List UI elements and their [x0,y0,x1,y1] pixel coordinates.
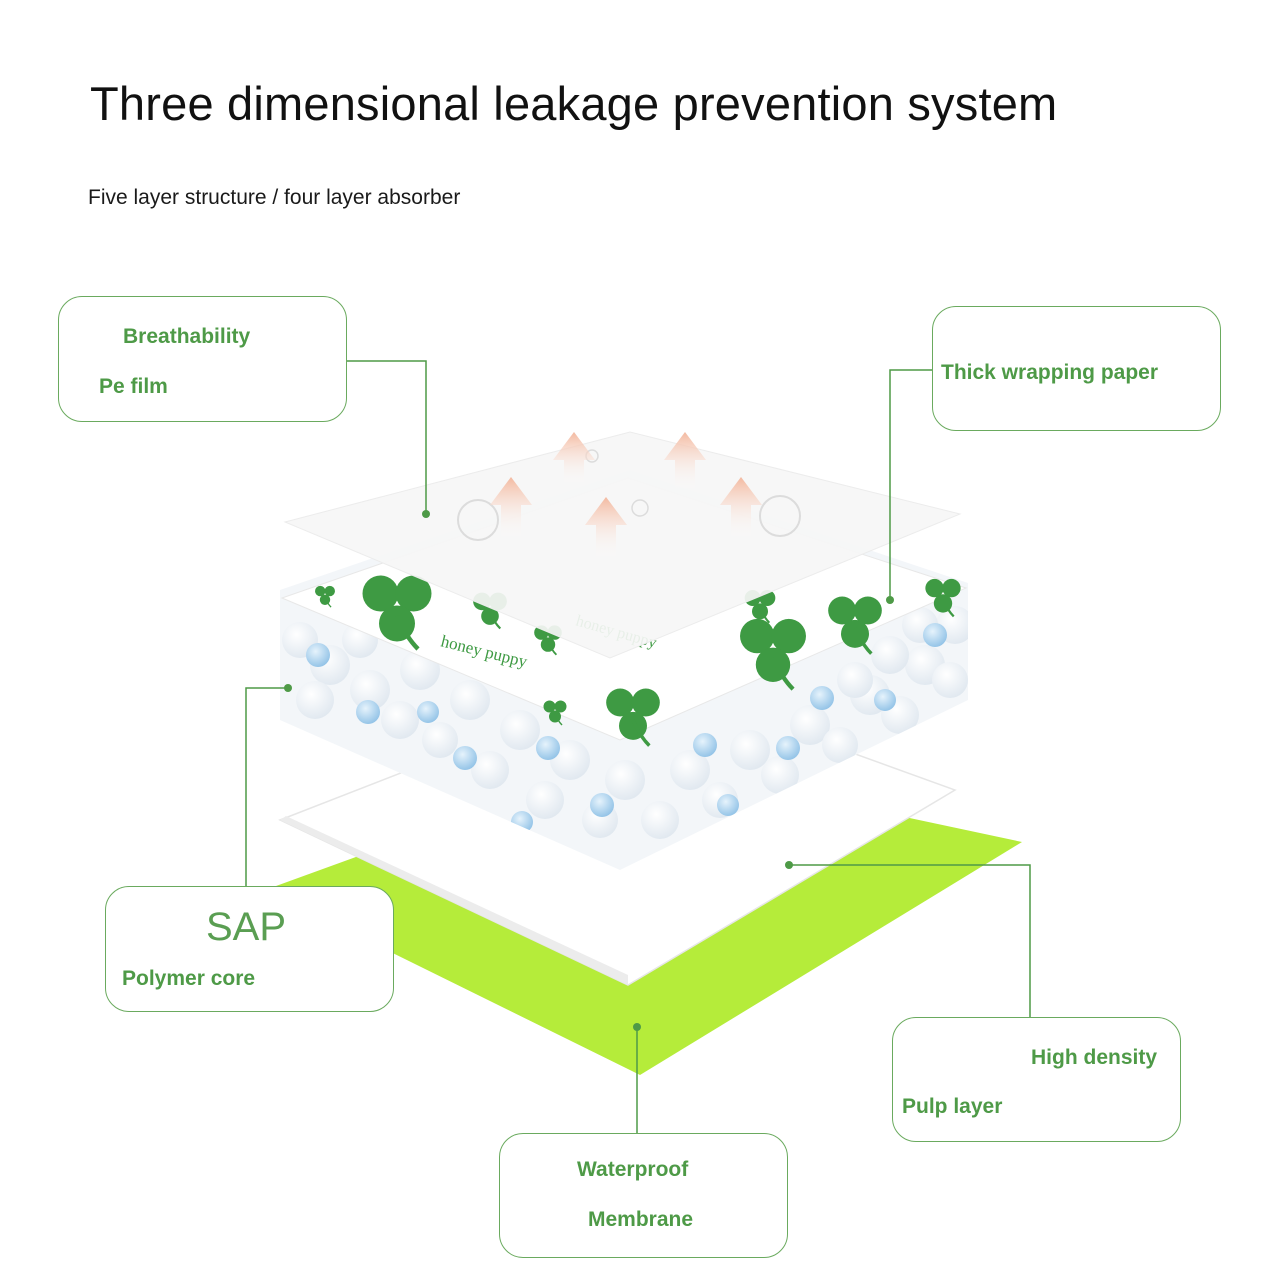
callout-pulp-layer: High density Pulp layer [892,1017,1181,1142]
arrow-up-icon [585,497,627,560]
arrow-up-icon [664,432,706,492]
callout-sap-core-line1: SAP [206,905,287,949]
callout-pe-film-line1: Breathability [123,325,251,348]
pe-film-layer [283,431,962,659]
callout-wrapping-paper-line1: Thick wrapping paper [941,361,1159,384]
callout-pulp-layer-line1: High density [1031,1046,1158,1069]
callout-waterproof-membrane: Waterproof Membrane [499,1133,788,1258]
arrow-up-icon [553,432,595,486]
callout-waterproof-membrane-line1: Waterproof [577,1158,689,1181]
breathability-arrows [490,432,762,560]
callout-wrapping-paper: Thick wrapping paper [932,306,1221,431]
arrow-up-icon [490,477,532,540]
page-subtitle: Five layer structure / four layer absorb… [88,186,461,209]
callout-pe-film-line2: Pe film [99,375,168,398]
callout-pulp-layer-line2: Pulp layer [902,1095,1003,1118]
callout-pe-film: Breathability Pe film [58,296,347,422]
leader-dots [284,510,894,1031]
callout-sap-core-line2: Polymer core [122,967,256,990]
callout-waterproof-membrane-line2: Membrane [588,1208,694,1231]
callout-sap-core: SAP Polymer core [105,886,394,1012]
page-title: Three dimensional leakage prevention sys… [90,77,1058,130]
leader-lines [245,360,1031,1133]
arrow-up-icon [720,477,762,540]
